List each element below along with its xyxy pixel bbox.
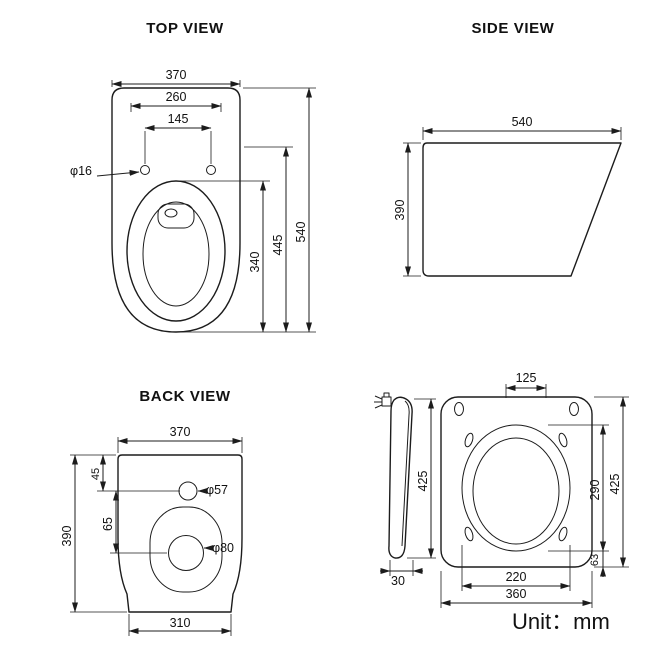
fixing-hole-left-icon [140,165,150,175]
seat-profile-outline [388,396,413,559]
dim-back-base-width: 310 [128,614,232,636]
dim-back-hole-offset-mid: 65 [101,490,167,554]
top-view-drawing [111,87,241,333]
dim-top-bowl-depth: 340 [178,180,270,333]
dim-label-side-height: 390 [393,200,407,221]
side-view-title: SIDE VIEW [472,20,555,37]
dim-label-tail-length: 63 [589,554,601,566]
fixing-hole-right-icon [206,165,216,175]
back-view-drawing [117,454,243,613]
dim-label-tank-width: 260 [166,90,187,104]
dim-back-top-width: 370 [117,425,243,453]
dim-label-ring-width: 220 [506,570,527,584]
spray-fitting-icon [374,392,392,409]
seat-ring-outline [126,180,226,322]
dim-label-bowl-depth: 340 [248,252,262,273]
back-view-title: BACK VIEW [139,388,230,405]
inlet-hole-icon [178,481,198,501]
dim-label-large-hole: φ80 [212,541,234,555]
seat-ring-inner [472,437,560,545]
dim-back-small-hole: φ57 [197,483,228,497]
dim-label-hole-diameter: φ16 [70,164,92,178]
dim-label-profile-height: 425 [416,471,430,492]
hinge-hole-left-icon [454,402,464,416]
dim-back-hole-offset-top: 45 [90,454,180,492]
dim-hinge-spacing: 125 [505,371,547,398]
dim-ring-length: 290 [548,424,609,552]
dim-label-profile-thickness: 30 [391,574,405,588]
dim-seat-length: 425 [594,396,629,568]
dim-label-hole-offset-mid: 65 [101,517,115,531]
trapway-outline [149,506,223,593]
dim-top-tank-width: 260 [130,90,222,112]
seat-view: 30 425 125 [374,371,629,608]
dim-label-seat-width: 360 [506,587,527,601]
seat-profile-inner-line [401,400,410,547]
dim-side-height: 390 [393,142,421,277]
dim-seat-width: 360 [440,571,593,608]
dim-top-hole-diameter: φ16 [70,164,140,178]
dim-back-large-hole: φ80 [203,541,234,555]
dim-side-depth: 540 [422,115,622,140]
dim-label-base-width: 310 [170,616,191,630]
dim-top-overall-depth: 540 [180,87,316,333]
side-view: SIDE VIEW 540 390 [393,20,622,277]
dim-label-hole-spacing: 145 [168,112,189,126]
seat-outline [440,396,593,568]
dim-label-rim-depth: 445 [271,235,285,256]
back-view: BACK VIEW 370 390 45 65 [60,388,243,636]
dim-label-overall-width: 370 [166,68,187,82]
dim-back-height: 390 [60,454,127,613]
dim-profile-height: 425 [407,398,436,559]
outlet-hole-icon [168,535,204,571]
dim-profile-thickness: 30 [380,560,423,588]
dim-label-side-depth: 540 [512,115,533,129]
hinge-hole-right-icon [569,402,579,416]
water-spot-highlight [164,208,178,218]
side-profile-outline [422,142,622,277]
unit-label: Unit：mm [512,609,610,634]
back-outline [117,454,243,613]
bowl-outer-outline [111,87,241,333]
dim-label-hole-offset-top: 45 [90,468,102,480]
dim-label-hinge-spacing: 125 [516,371,537,385]
water-spot [157,203,195,229]
dim-top-hole-spacing: 145 [144,112,212,164]
bumper-icon [464,526,474,542]
seat-ring-outer [461,424,571,552]
leader-line [96,169,140,177]
dim-label-back-top-width: 370 [170,425,191,439]
dim-top-overall-width: 370 [111,68,241,87]
side-view-drawing [422,142,622,277]
dim-tail-length: 63 [589,541,606,577]
seat-top-drawing [440,396,593,568]
dim-label-ring-length: 290 [588,480,602,501]
dim-top-rim-depth: 445 [244,146,293,333]
bumper-icon [558,526,568,542]
bowl-inner-outline [142,201,210,307]
top-view: TOP VIEW 370 260 145 [70,20,316,333]
dim-ring-width: 220 [461,545,571,591]
dim-label-back-height: 390 [60,526,74,547]
seat-profile-drawing [374,392,413,559]
dim-label-small-hole: φ57 [206,483,228,497]
dim-label-seat-length: 425 [608,474,622,495]
dim-label-overall-depth: 540 [294,222,308,243]
top-view-title: TOP VIEW [146,20,224,37]
bumper-icon [558,432,568,448]
bumper-icon [464,432,474,448]
